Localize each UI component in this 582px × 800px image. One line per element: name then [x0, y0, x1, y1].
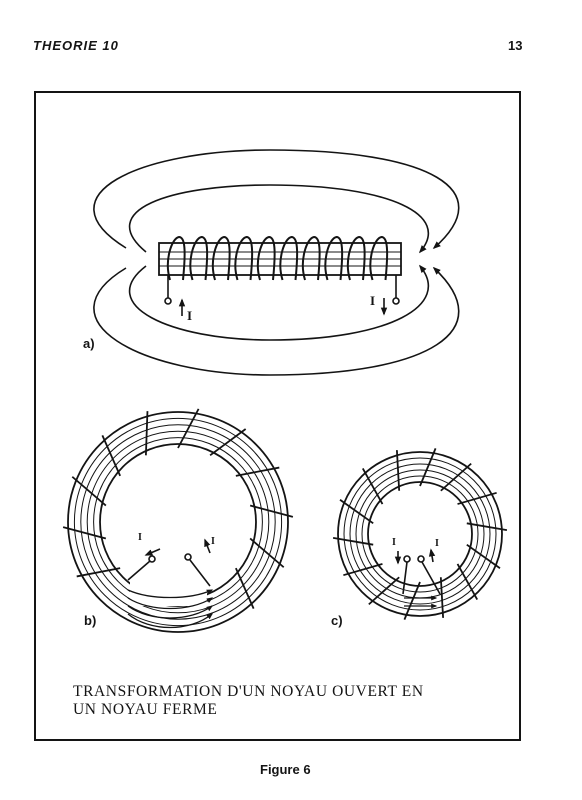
winding-turn	[395, 450, 401, 491]
winding-turn	[235, 466, 280, 477]
winding-turn	[419, 448, 437, 487]
winding-turn	[343, 563, 383, 577]
winding-turn	[456, 563, 478, 600]
current-label-right: I	[370, 293, 376, 308]
current-label-c-right: I	[435, 538, 439, 549]
core-lamination	[80, 424, 276, 620]
winding-turn	[101, 434, 121, 477]
winding-turn	[209, 428, 247, 457]
current-label-b-left: I	[138, 532, 142, 543]
winding-turn	[76, 567, 121, 578]
coil-turn	[324, 235, 344, 281]
winding-turn	[403, 581, 421, 620]
panel-label-c: c)	[331, 613, 343, 628]
coil-leads	[164, 275, 400, 316]
winding-turn	[71, 476, 107, 507]
core-lamination	[93, 437, 263, 607]
coil-turn	[189, 235, 209, 281]
toroid-c-leads	[394, 548, 441, 609]
winding-turn	[62, 526, 107, 540]
figure-frame	[34, 91, 521, 741]
winding-turn	[439, 577, 445, 618]
figure-label: Figure 6	[260, 762, 311, 777]
coil-turn	[234, 235, 254, 281]
toroid-b-coil	[62, 408, 294, 610]
coil-turn	[301, 235, 321, 281]
core-lamination	[349, 463, 491, 605]
winding-turn	[339, 499, 374, 525]
panel-label-b: b)	[84, 613, 97, 628]
core-lamination	[361, 475, 479, 593]
page-header-title: THEORIE 10	[33, 38, 119, 53]
toroid-b-leads	[127, 538, 211, 587]
winding-turn	[249, 504, 294, 518]
core-lamination	[73, 417, 283, 627]
winding-turn	[177, 408, 200, 449]
core-lamination	[343, 457, 497, 611]
winding-turn	[368, 576, 400, 606]
winding-turn	[440, 462, 472, 492]
coil-turn	[279, 235, 299, 281]
current-label-c-left: I	[392, 537, 396, 548]
toroid-c-coil	[332, 448, 508, 620]
winding-turn	[144, 411, 149, 456]
page-number: 13	[508, 38, 523, 53]
current-label-b-right: I	[211, 536, 215, 547]
coil-turn	[369, 235, 389, 281]
caption-line-2: UN NOYAU FERME	[73, 701, 218, 718]
winding-turn	[249, 537, 285, 568]
panel-label-a: a)	[83, 336, 95, 351]
coil-turn	[256, 235, 276, 281]
current-label-left: I	[187, 308, 193, 323]
winding-turn	[332, 536, 374, 546]
coil-turn	[211, 235, 231, 281]
solenoid-coil	[166, 235, 389, 281]
core-lamination	[86, 430, 270, 614]
winding-turn	[235, 567, 255, 610]
core-lamination	[367, 481, 473, 587]
core-lamination	[337, 451, 503, 617]
core-lamination	[67, 411, 289, 633]
figure-caption: TRANSFORMATION D'UN NOYAU OUVERT EN UN N…	[73, 683, 513, 719]
winding-turn	[457, 491, 497, 505]
coil-turn	[346, 235, 366, 281]
toroid-c-core	[337, 451, 503, 617]
toroid-b-gap	[127, 564, 214, 629]
winding-turn	[362, 468, 384, 505]
winding-turn	[466, 543, 501, 569]
caption-line-1: TRANSFORMATION D'UN NOYAU OUVERT EN	[73, 683, 424, 700]
winding-turn	[466, 522, 508, 532]
field-lines	[93, 149, 460, 376]
coil-turn	[166, 235, 186, 281]
